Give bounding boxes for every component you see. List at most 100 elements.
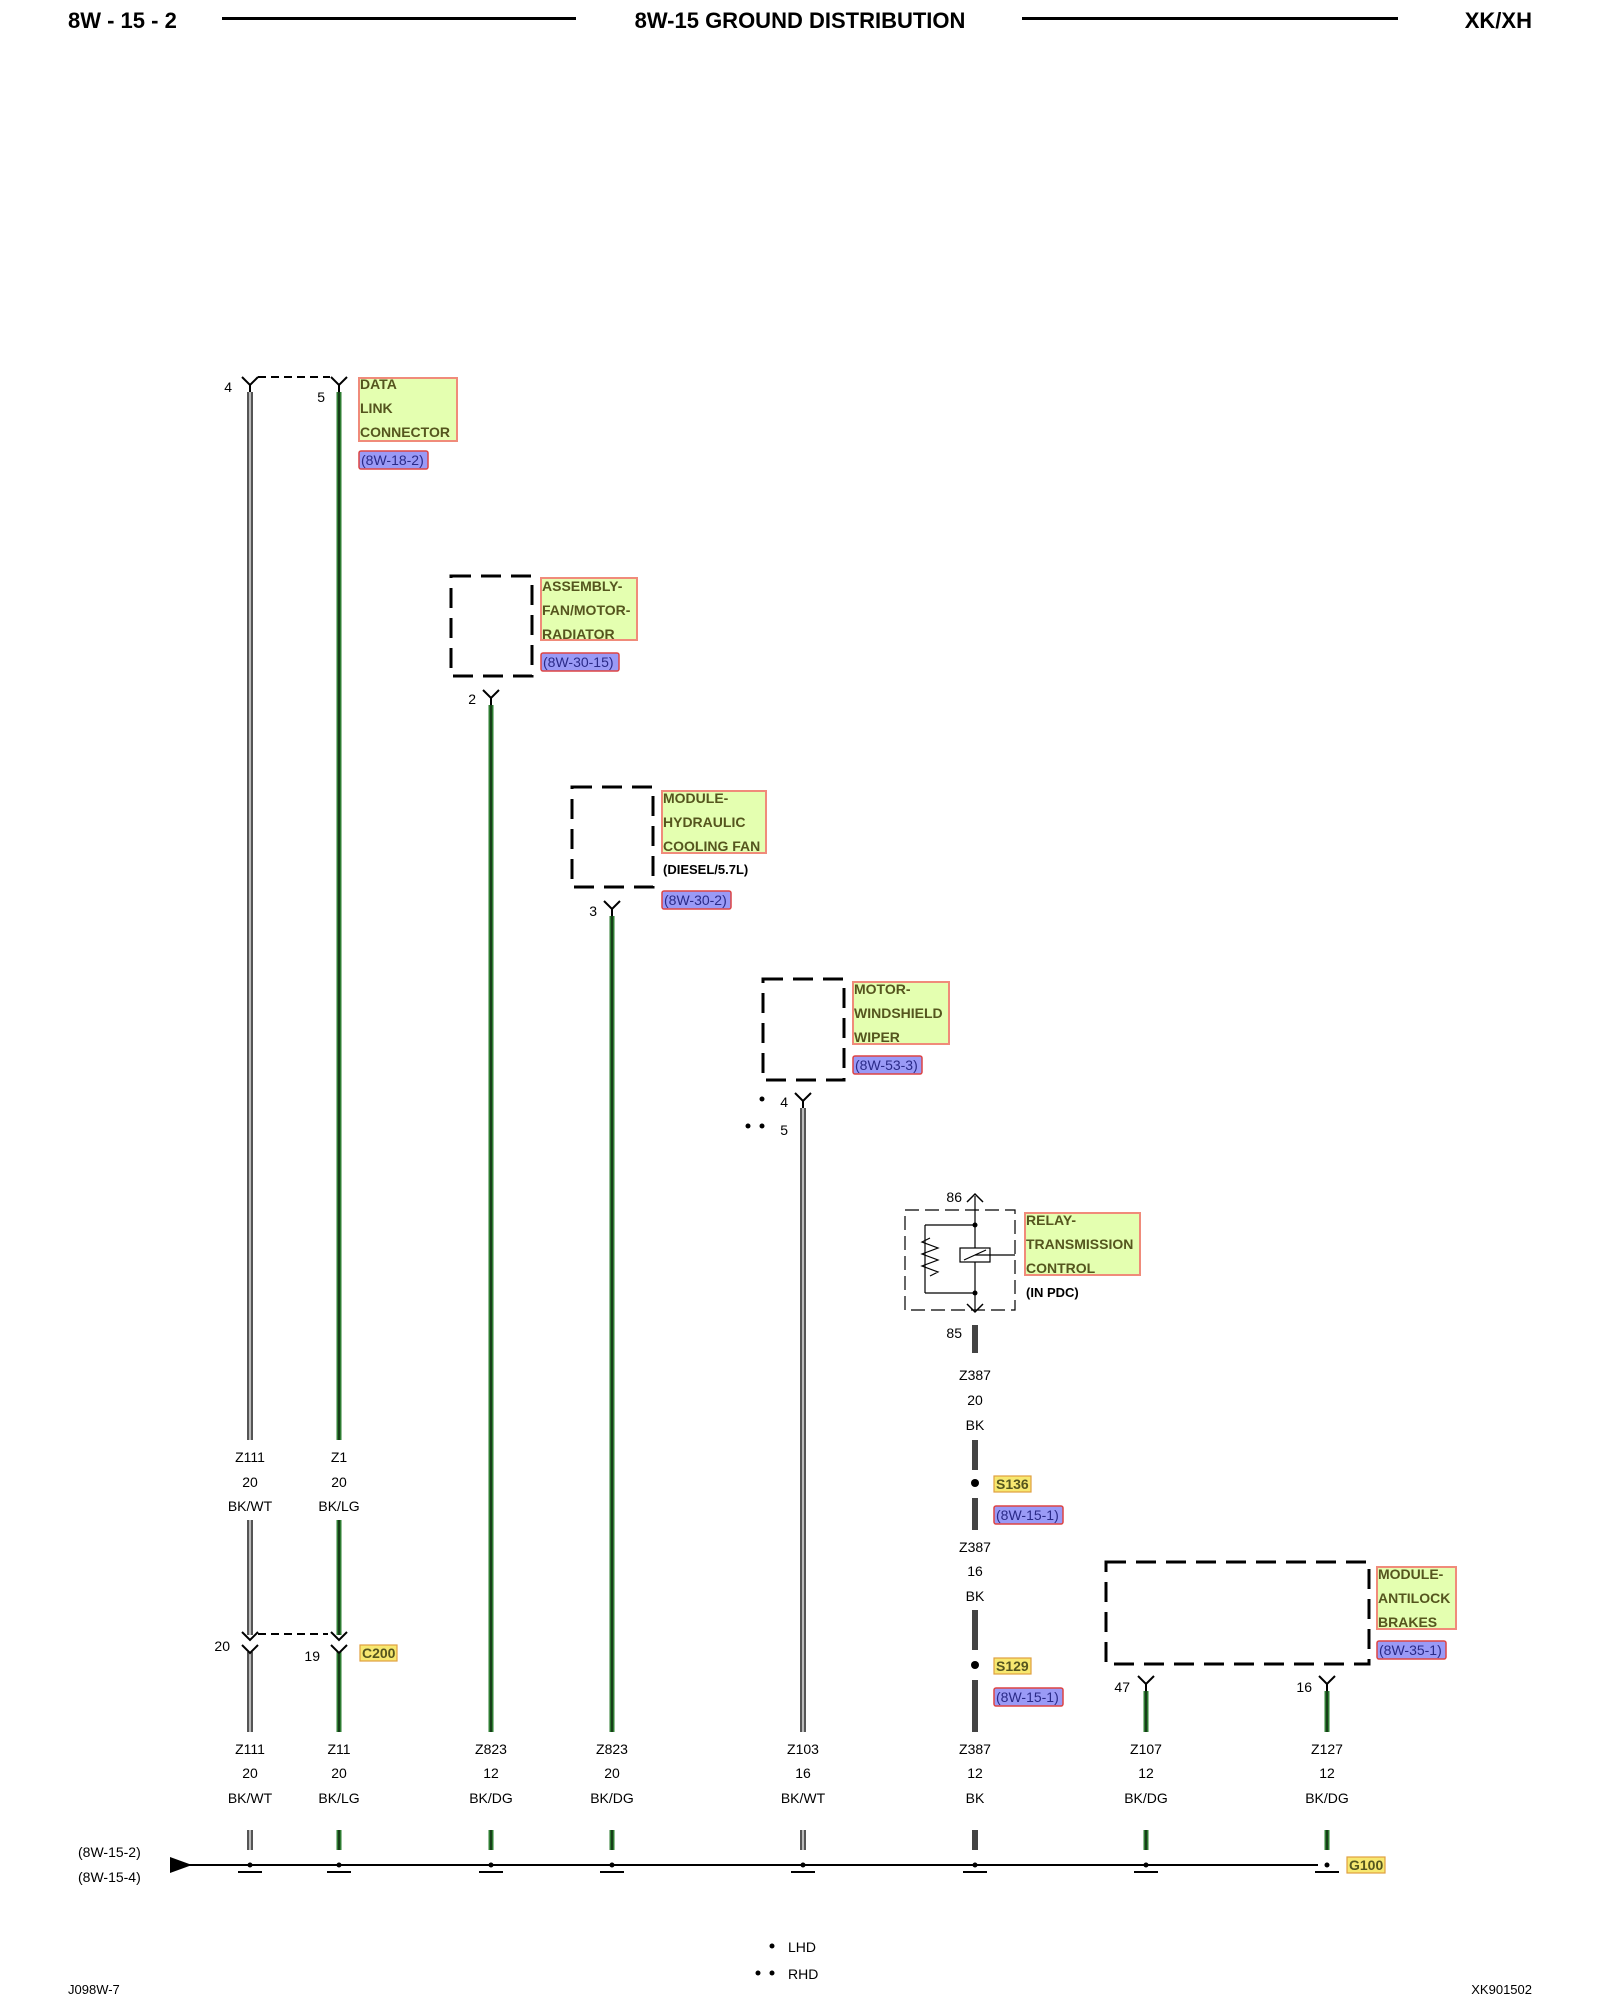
- footer-right-code: XK901502: [1471, 1982, 1532, 1997]
- bottom-wire-label-z823-20: Z823 20 BK/DG: [590, 1741, 634, 1806]
- pin-number: 47: [1114, 1679, 1130, 1695]
- component-name-line: WINDSHIELD: [854, 1005, 943, 1021]
- component-name-line: MOTOR-: [854, 981, 911, 997]
- antilock-brakes-module: 47 16 MODULE- ANTILOCK BRAKES (8W-35-1): [1104, 1560, 1457, 1695]
- bottom-wire-label-z103: Z103 16 BK/WT: [781, 1741, 826, 1806]
- component-name-line: LINK: [360, 400, 393, 416]
- bottom-wire-label-z127: Z127 12 BK/DG: [1305, 1741, 1349, 1806]
- component-name-line: CONTROL: [1026, 1260, 1096, 1276]
- svg-text:Z107: Z107: [1130, 1741, 1162, 1757]
- page-reference: (8W-15-1): [996, 1507, 1059, 1523]
- svg-text:BK/DG: BK/DG: [590, 1790, 634, 1806]
- svg-text:12: 12: [967, 1765, 983, 1781]
- page-number: 8W - 15 - 2: [68, 8, 177, 33]
- header-rule-right: [1022, 17, 1398, 20]
- svg-text:20: 20: [331, 1765, 347, 1781]
- component-name-line: ASSEMBLY-: [542, 578, 623, 594]
- svg-text:Z823: Z823: [596, 1741, 628, 1757]
- svg-text:Z387: Z387: [959, 1367, 991, 1383]
- svg-text:20: 20: [242, 1474, 258, 1490]
- svg-text:12: 12: [483, 1765, 499, 1781]
- connector-label-box: [359, 1644, 398, 1662]
- pin-number: 5: [317, 389, 325, 405]
- reference-box: [852, 1055, 923, 1075]
- bottom-wire-label-z11: Z11 20 BK/LG: [318, 1741, 359, 1806]
- ground-reference: (8W-15-4): [78, 1869, 141, 1885]
- connector-c200: 20 19 C200: [214, 1631, 398, 1664]
- splice-label: S129: [996, 1658, 1029, 1674]
- pin-number: 4: [780, 1094, 788, 1110]
- connector-pin-symbol: [330, 376, 348, 392]
- component-label-box: [1024, 1212, 1141, 1276]
- splice-s129: S129 (8W-15-1): [971, 1657, 1064, 1707]
- svg-text:BK: BK: [966, 1588, 985, 1604]
- svg-text:20: 20: [967, 1392, 983, 1408]
- wire-label-z1-upper: Z1 20 BK/LG: [318, 1449, 359, 1514]
- connector-label: C200: [362, 1645, 396, 1661]
- component-name-line: WIPER: [854, 1029, 900, 1045]
- model-code: XK/XH: [1464, 8, 1532, 33]
- reference-box: [661, 890, 732, 910]
- svg-text:BK/DG: BK/DG: [1124, 1790, 1168, 1806]
- svg-text:20: 20: [331, 1474, 347, 1490]
- header-rule-left: [222, 17, 576, 20]
- component-name-line: MODULE-: [663, 790, 729, 806]
- splice-label: S136: [996, 1476, 1029, 1492]
- ground-label: G100: [1349, 1857, 1383, 1873]
- svg-text:Z11: Z11: [327, 1741, 350, 1757]
- page-reference: (8W-18-2): [361, 452, 424, 468]
- reference-box: [358, 450, 429, 470]
- reference-box: [540, 652, 620, 672]
- ground-label-box: [1346, 1856, 1386, 1874]
- splice-dot-icon: [971, 1661, 979, 1669]
- wire-label-z387-16: Z387 16 BK: [959, 1539, 991, 1604]
- svg-text:BK: BK: [966, 1417, 985, 1433]
- reference-box: [1376, 1640, 1447, 1660]
- component-name-line: BRAKES: [1378, 1614, 1437, 1630]
- component-label-box: [1376, 1566, 1457, 1630]
- ground-bus: (8W-15-2) (8W-15-4) G100: [78, 1844, 1386, 1885]
- svg-text:Z111: Z111: [235, 1449, 265, 1465]
- svg-text:Z823: Z823: [475, 1741, 507, 1757]
- component-name-line: CONNECTOR: [360, 424, 450, 440]
- svg-text:12: 12: [1138, 1765, 1154, 1781]
- splice-label-box: [993, 1657, 1032, 1675]
- svg-text:12: 12: [1319, 1765, 1335, 1781]
- svg-text:Z387: Z387: [959, 1539, 991, 1555]
- svg-text:16: 16: [795, 1765, 811, 1781]
- wire-label-z111-upper: Z111 20 BK/WT: [228, 1449, 273, 1514]
- pin-number: 4: [224, 379, 232, 395]
- hydraulic-cooling-fan-module: 3 MODULE- HYDRAULIC COOLING FAN (DIESEL/…: [570, 785, 767, 919]
- component-name-line: DATA: [360, 376, 397, 392]
- svg-text:Z387: Z387: [959, 1741, 991, 1757]
- svg-text:Z103: Z103: [787, 1741, 819, 1757]
- pin-number: 2: [468, 691, 476, 707]
- resistor-icon: [920, 1237, 940, 1277]
- page-reference: (8W-53-3): [855, 1057, 918, 1073]
- bottom-wire-label-z107: Z107 12 BK/DG: [1124, 1741, 1168, 1806]
- fan-motor-radiator: 2 ASSEMBLY- FAN/MOTOR- RADIATOR (8W-30-1…: [449, 574, 638, 707]
- reference-box: [993, 1505, 1064, 1525]
- bottom-wire-label-z823-12: Z823 12 BK/DG: [469, 1741, 513, 1806]
- pin-number: 85: [946, 1325, 962, 1341]
- svg-text:BK: BK: [966, 1790, 985, 1806]
- wire-label-z387-20: Z387 20 BK: [959, 1367, 991, 1433]
- lhd-dot-icon: [769, 1943, 775, 1949]
- svg-text:16: 16: [967, 1563, 983, 1579]
- svg-text:20: 20: [604, 1765, 620, 1781]
- component-name-line: MODULE-: [1378, 1566, 1444, 1582]
- page-reference: (8W-35-1): [1379, 1642, 1442, 1658]
- pin-number: 5: [780, 1122, 788, 1138]
- rhd-dot-icon: [745, 1123, 751, 1129]
- transmission-control-relay: 86 85 RELAY- TRANSMISSION CONTROL (IN PD…: [904, 1189, 1141, 1341]
- pin-number: 19: [304, 1648, 320, 1664]
- lhd-dot-icon: [759, 1096, 765, 1102]
- reference-box: [993, 1687, 1064, 1707]
- legend-rhd: RHD: [788, 1966, 818, 1982]
- rhd-dot-icon: [769, 1970, 775, 1976]
- component-name-line: RELAY-: [1026, 1212, 1076, 1228]
- bottom-wire-label-z111: Z111 20 BK/WT: [228, 1741, 273, 1806]
- splice-label-box: [993, 1475, 1032, 1493]
- svg-text:BK/LG: BK/LG: [318, 1790, 359, 1806]
- component-note: (IN PDC): [1026, 1285, 1079, 1300]
